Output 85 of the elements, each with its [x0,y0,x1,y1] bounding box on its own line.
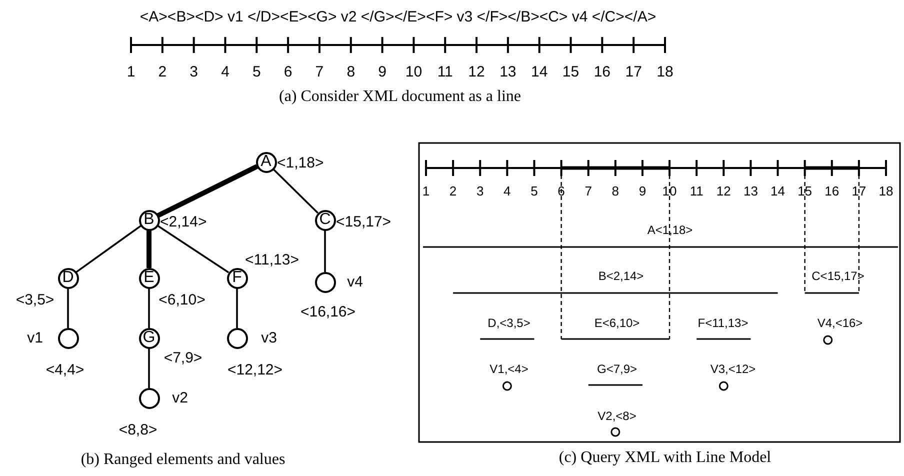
tick-number: 4 [221,64,230,80]
value-node [314,272,336,292]
caption: (a) Consider XML document as a line [279,89,521,105]
range-label: <11,13> [245,252,299,268]
caption: (c) Query XML with Line Model [558,450,772,466]
tick-number: 2 [449,184,457,198]
tree-edge [148,348,150,388]
range-label: <1,18> [277,156,324,170]
tick-number: 11 [690,184,704,198]
tick-number: 14 [531,64,548,80]
range-label: G<7,9> [596,363,638,375]
value-node [226,328,248,348]
tick-number: 7 [584,184,592,198]
element-node: C [314,210,336,230]
range-label: <12,12> [227,362,283,378]
tick-number: 1 [126,64,136,80]
range-label: <7,9> [164,350,202,366]
tick-number: 15 [798,184,812,198]
tick-number: 12 [468,64,485,80]
range-label: F<11,13> [698,317,748,329]
tick-number: 5 [530,184,538,198]
tick-number: 8 [346,64,356,80]
tick-number: 6 [558,184,565,198]
tree-edge [67,288,69,328]
range-label: <2,14> [160,214,207,230]
value-label: v1 [27,330,43,346]
tick-number: 16 [824,184,840,198]
range-label: V1,<4> [490,363,528,375]
tree-edge [272,168,318,214]
value-label: v2 [172,390,188,406]
tick-number: 1 [422,184,430,198]
element-node: G [138,328,160,348]
tick-number: 7 [315,64,324,80]
tick-number: 10 [405,64,422,80]
tick-number: 9 [378,64,386,80]
tick-number: 4 [504,184,511,198]
tick-number: 6 [284,64,292,80]
value-label: v4 [347,274,363,290]
range-label: <15,17> [336,214,392,230]
tick-number: 14 [770,184,785,198]
tree-edge [236,288,238,328]
range-label: D,<3,5> [488,317,530,329]
tick-number: 18 [656,64,674,80]
tick-number: 11 [437,64,453,80]
tree-edge [76,225,142,273]
value-node [58,328,78,348]
range-label: <6,10> [158,292,206,308]
tick-number: 17 [852,184,866,198]
range-label: <4,4> [46,362,84,378]
range-label: V4,<16> [817,317,863,329]
tick-number: 16 [594,64,611,80]
element-node: E [138,268,160,288]
tick-number: 8 [612,184,620,198]
range-label: V3,<12> [710,363,756,375]
caption: (b) Ranged elements and values [80,452,286,468]
tick-number: 12 [716,184,731,198]
range-label: <8,8> [118,422,158,438]
range-label: A<1,18> [647,224,693,236]
range-label: <3,5> [16,292,54,308]
top-text: <A><B><D> v1 </D><E><G> v2 </G></E><F> v3 </F></B><C> v4 </C></A> [140,10,656,24]
value-node [138,388,160,408]
tick-number: 9 [638,184,646,198]
range-label: C<15,17> [812,270,864,282]
value-label: v3 [261,330,277,346]
tree-edge [324,230,326,272]
tick-number: 18 [878,184,894,198]
tick-number: 10 [662,184,677,198]
range-label: E<6,10> [594,317,640,329]
range-label: <16,16> [300,304,356,320]
element-node: A [256,152,276,172]
element-node: B [138,210,160,230]
range-label: V2,<8> [598,410,636,422]
tree-edge [146,230,152,268]
tick-number: 17 [625,64,642,80]
element-node: D [58,268,78,288]
tick-number: 13 [743,184,758,198]
tick-number: 3 [190,64,198,80]
tick-number: 2 [158,64,167,80]
tick-number: 5 [252,64,261,80]
range-label: B<2,14> [598,270,644,282]
tree-edge [148,288,150,328]
tick-number: 15 [562,64,580,80]
tick-number: 13 [500,64,516,80]
tick-number: 3 [476,184,484,198]
element-node: F [226,268,248,288]
